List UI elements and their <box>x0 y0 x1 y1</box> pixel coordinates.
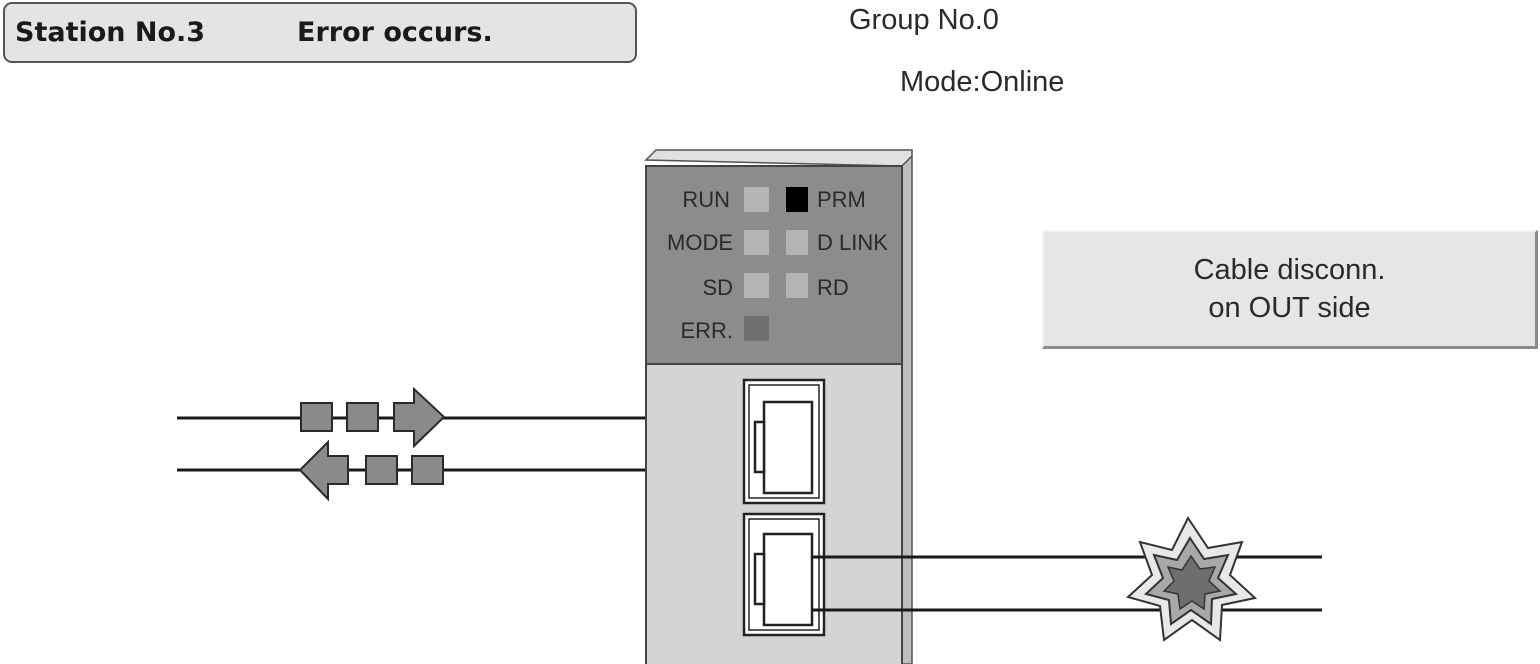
led-label-d-link: D LINK <box>817 230 888 255</box>
group-number-label: Group No.0 <box>849 4 999 36</box>
led-d-link <box>786 230 808 255</box>
led-err <box>744 316 769 341</box>
led-label-prm: PRM <box>817 187 866 212</box>
led-label-rd: RD <box>817 275 849 300</box>
receive-packets <box>298 439 444 502</box>
station-number-label: Station No.3 <box>15 17 206 48</box>
send-packet <box>300 402 333 432</box>
receive-packet <box>411 455 444 485</box>
ethernet-port-icon <box>742 512 826 637</box>
arrow-left-icon <box>298 439 349 502</box>
error-message-line-1: Cable disconn. <box>1193 254 1386 286</box>
error-message-line-2: on OUT side <box>1208 292 1371 324</box>
send-packets <box>300 386 446 449</box>
station-error-message: Error occurs. <box>297 17 493 48</box>
cable-break-star-icon <box>1126 516 1258 642</box>
send-packet <box>346 402 379 432</box>
led-sd <box>744 273 769 298</box>
led-mode <box>744 230 769 255</box>
led-label-run: RUN <box>682 187 730 212</box>
receive-packet <box>365 455 398 485</box>
led-label-mode: MODE <box>667 230 733 255</box>
arrow-right-icon <box>393 386 446 449</box>
station-status-bar: Station No.3 Error occurs. <box>3 2 637 63</box>
led-prm <box>786 187 808 212</box>
network-module: RUN MODE SD ERR. PRM D LINK RD <box>644 149 913 664</box>
led-rd <box>786 273 808 298</box>
cable-error-message-box: Cable disconn. on OUT side <box>1042 230 1538 349</box>
module-led-panel <box>645 165 903 365</box>
ethernet-port-icon <box>742 378 826 505</box>
mode-label: Mode:Online <box>900 66 1065 98</box>
led-label-err: ERR. <box>680 318 733 343</box>
led-label-sd: SD <box>702 275 733 300</box>
led-run <box>744 187 769 212</box>
